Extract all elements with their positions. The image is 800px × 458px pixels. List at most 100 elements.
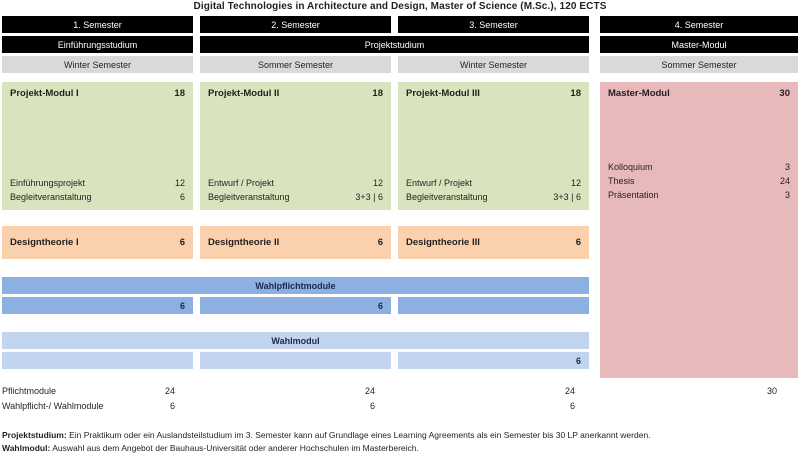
wahlmodul-value-3: 6: [575, 355, 581, 366]
module-2-row-2-credits: 3+3 | 6: [355, 192, 383, 202]
season-bar-3: Winter Semester: [398, 56, 589, 73]
module-3-name: Projekt-Modul III: [406, 88, 480, 99]
season-bar-4: Sommer Semester: [600, 56, 798, 73]
module-2-row: Entwurf / Projekt 12: [208, 176, 383, 190]
module-4-name: Master-Modul: [608, 88, 670, 99]
module-4-credits: 30: [779, 88, 790, 99]
wahlmodul-cell-3[interactable]: 6: [398, 352, 589, 369]
designtheorie-3-credits: 6: [575, 237, 581, 248]
wahlpflichtmodule-cell-1[interactable]: 6: [2, 297, 193, 314]
summary-row-1-value-2: 24: [364, 386, 375, 396]
module-1-name: Projekt-Modul I: [10, 88, 79, 99]
module-3-row: Begleitveranstaltung 3+3 | 6: [406, 190, 581, 204]
module-1-row: Einführungsprojekt 12: [10, 176, 185, 190]
designtheorie-1-name: Designtheorie I: [10, 237, 79, 248]
study-phase-master-modul: Master-Modul: [600, 36, 798, 53]
module-2-row: Begleitveranstaltung 3+3 | 6: [208, 190, 383, 204]
module-4-head: Master-Modul 30: [608, 88, 790, 99]
study-phase-einfuehrungsstudium: Einführungsstudium: [2, 36, 193, 53]
module-projekt-modul-2[interactable]: Projekt-Modul II 18 Entwurf / Projekt 12…: [200, 82, 391, 210]
module-2-rows: Entwurf / Projekt 12 Begleitveranstaltun…: [208, 176, 383, 204]
module-4-row: Thesis 24: [608, 174, 790, 188]
season-2-label: Sommer Semester: [257, 59, 334, 70]
module-1-head: Projekt-Modul I 18: [10, 88, 185, 99]
season-1-label: Winter Semester: [63, 59, 132, 70]
wahlpflichtmodule-heading-label: Wahlpflichtmodule: [255, 280, 336, 291]
module-3-row-2-credits: 3+3 | 6: [553, 192, 581, 202]
designtheorie-2-credits: 6: [377, 237, 383, 248]
semester-header-4-label: 4. Semester: [674, 19, 724, 30]
wahlmodul-cell-1[interactable]: [2, 352, 193, 369]
module-designtheorie-1[interactable]: Designtheorie I 6: [2, 226, 193, 259]
module-3-row: Entwurf / Projekt 12: [406, 176, 581, 190]
semester-header-2-label: 2. Semester: [271, 19, 320, 30]
wahlpflichtmodule-value-2: 6: [377, 300, 383, 311]
wahlmodul-heading-label: Wahlmodul: [271, 335, 320, 346]
module-2-row-1-credits: 12: [372, 178, 383, 188]
module-4-row-3-label: Präsentation: [608, 190, 659, 200]
designtheorie-2-name: Designtheorie II: [208, 237, 280, 248]
study-phase-1-label: Einführungsstudium: [57, 39, 138, 50]
semester-header-3: 3. Semester: [398, 16, 589, 33]
semester-header-1-label: 1. Semester: [73, 19, 122, 30]
wahlmodul-heading: Wahlmodul: [2, 332, 589, 349]
module-1-row-1-label: Einführungsprojekt: [10, 178, 86, 188]
module-3-credits: 18: [570, 88, 581, 99]
semester-header-2: 2. Semester: [200, 16, 391, 33]
summary-row-1-value-4: 30: [766, 386, 777, 396]
footnote-1-term: Projektstudium:: [2, 430, 67, 440]
module-2-row-1-label: Entwurf / Projekt: [208, 178, 275, 188]
season-bar-1: Winter Semester: [2, 56, 193, 73]
page-title: Digital Technologies in Architecture and…: [193, 1, 607, 12]
module-projekt-modul-3[interactable]: Projekt-Modul III 18 Entwurf / Projekt 1…: [398, 82, 589, 210]
module-designtheorie-3[interactable]: Designtheorie III 6: [398, 226, 589, 259]
footnote-2-term: Wahlmodul:: [2, 443, 51, 453]
module-4-row-2-label: Thesis: [608, 176, 635, 186]
summary-row-1-label: Pflichtmodule: [2, 386, 57, 396]
module-4-row: Präsentation 3: [608, 188, 790, 202]
summary-row-1-value-1: 24: [164, 386, 175, 396]
study-phase-projektstudium: Projektstudium: [200, 36, 589, 53]
wahlpflichtmodule-cell-2[interactable]: 6: [200, 297, 391, 314]
module-2-row-2-label: Begleitveranstaltung: [208, 192, 290, 202]
module-3-row-1-label: Entwurf / Projekt: [406, 178, 473, 188]
summary-row-2-value-3: 6: [569, 401, 575, 411]
study-phase-2-label: Projektstudium: [364, 39, 425, 50]
module-4-row: Kolloquium 3: [608, 160, 790, 174]
designtheorie-3-name: Designtheorie III: [406, 237, 480, 248]
semester-header-1: 1. Semester: [2, 16, 193, 33]
summary-row-1-value-3: 24: [564, 386, 575, 396]
season-4-label: Sommer Semester: [661, 59, 737, 70]
module-1-row: Begleitveranstaltung 6: [10, 190, 185, 204]
module-3-head: Projekt-Modul III 18: [406, 88, 581, 99]
designtheorie-1-credits: 6: [179, 237, 185, 248]
footnote-wahlmodul: Wahlmodul: Auswahl aus dem Angebot der B…: [2, 443, 419, 454]
footnote-projektstudium: Projektstudium: Ein Praktikum oder ein A…: [2, 430, 651, 441]
wahlpflichtmodule-cell-3[interactable]: [398, 297, 589, 314]
module-4-row-1-label: Kolloquium: [608, 162, 653, 172]
wahlpflichtmodule-value-1: 6: [179, 300, 185, 311]
summary-row-2-value-1: 6: [169, 401, 175, 411]
season-3-label: Winter Semester: [459, 59, 528, 70]
module-2-name: Projekt-Modul II: [208, 88, 280, 99]
module-designtheorie-2[interactable]: Designtheorie II 6: [200, 226, 391, 259]
module-1-row-1-credits: 12: [174, 178, 185, 188]
module-projekt-modul-1[interactable]: Projekt-Modul I 18 Einführungsprojekt 12…: [2, 82, 193, 210]
module-4-rows: Kolloquium 3 Thesis 24 Präsentation 3: [608, 160, 790, 202]
module-2-head: Projekt-Modul II 18: [208, 88, 383, 99]
footnote-2-text: Auswahl aus dem Angebot der Bauhaus-Univ…: [50, 443, 419, 453]
module-master-modul[interactable]: Master-Modul 30 Kolloquium 3 Thesis 24 P…: [600, 82, 798, 378]
module-3-row-1-credits: 12: [570, 178, 581, 188]
module-1-rows: Einführungsprojekt 12 Begleitveranstaltu…: [10, 176, 185, 204]
module-4-row-1-credits: 3: [784, 162, 790, 172]
module-3-row-2-label: Begleitveranstaltung: [406, 192, 488, 202]
footnote-1-text: Ein Praktikum oder ein Auslandsteilstudi…: [66, 430, 651, 440]
wahlmodul-cell-2[interactable]: [200, 352, 391, 369]
semester-header-4: 4. Semester: [600, 16, 798, 33]
module-3-rows: Entwurf / Projekt 12 Begleitveranstaltun…: [406, 176, 581, 204]
summary-row-2-value-2: 6: [369, 401, 375, 411]
module-2-credits: 18: [372, 88, 383, 99]
season-bar-2: Sommer Semester: [200, 56, 391, 73]
summary-row-2-label: Wahlpflicht-/ Wahlmodule: [2, 401, 104, 411]
